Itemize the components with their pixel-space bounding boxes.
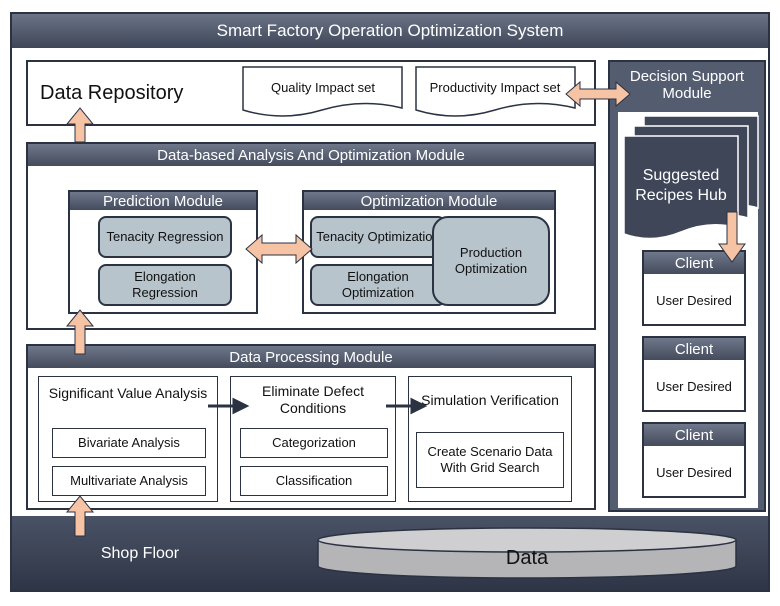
optimization-module-title: Optimization Module xyxy=(304,192,554,210)
client-body: User Desired xyxy=(656,378,732,394)
processing-module-title: Data Processing Module xyxy=(28,346,594,368)
arrow-up-repository xyxy=(65,107,95,143)
client-body: User Desired xyxy=(656,292,732,308)
bivariate-analysis: Bivariate Analysis xyxy=(52,428,206,458)
analysis-module-title: Data-based Analysis And Optimization Mod… xyxy=(28,144,594,166)
prediction-module-title: Prediction Module xyxy=(70,192,256,210)
decision-support-title: Decision Support Module xyxy=(629,68,745,102)
data-cylinder xyxy=(317,527,737,579)
arrow-up-analysis xyxy=(65,309,95,355)
eliminate-defect-title: Eliminate Defect Conditions xyxy=(262,383,364,416)
classification: Classification xyxy=(240,466,388,496)
client-body: User Desired xyxy=(656,464,732,480)
shop-floor-label: Shop Floor xyxy=(100,544,180,562)
elongation-regression: Elongation Regression xyxy=(98,264,232,306)
quality-impact-doc xyxy=(242,66,403,117)
client-title: Client xyxy=(644,252,744,274)
multivariate-analysis: Multivariate Analysis xyxy=(52,466,206,496)
system-title: Smart Factory Operation Optimization Sys… xyxy=(12,14,768,48)
productivity-impact-doc xyxy=(415,66,576,117)
arrow-up-processing xyxy=(65,495,95,537)
tenacity-optimization: Tenacity Optimization xyxy=(310,216,446,258)
tenacity-regression: Tenacity Regression xyxy=(98,216,232,258)
create-scenario-data: Create Scenario Data With Grid Search xyxy=(416,432,564,488)
arrow-prediction-optimization xyxy=(245,233,313,265)
productivity-impact-label: Productivity Impact set xyxy=(429,80,561,95)
production-optimization: Production Optimization xyxy=(432,216,550,306)
client-title: Client xyxy=(644,338,744,360)
data-store-label: Data xyxy=(505,546,549,569)
client-title: Client xyxy=(644,424,744,446)
arrow-hub-client xyxy=(718,211,746,263)
elongation-optimization: Elongation Optimization xyxy=(310,264,446,306)
suggested-recipes-hub-label: Suggested Recipes Hub xyxy=(635,167,727,204)
simulation-title: Simulation Verification xyxy=(421,391,559,408)
categorization: Categorization xyxy=(240,428,388,458)
arrow-repository-decision xyxy=(565,80,631,108)
quality-impact-label: Quality Impact set xyxy=(270,80,376,95)
significant-value-title: Significant Value Analysis xyxy=(48,384,208,401)
data-repository-label: Data Repository xyxy=(40,81,184,104)
